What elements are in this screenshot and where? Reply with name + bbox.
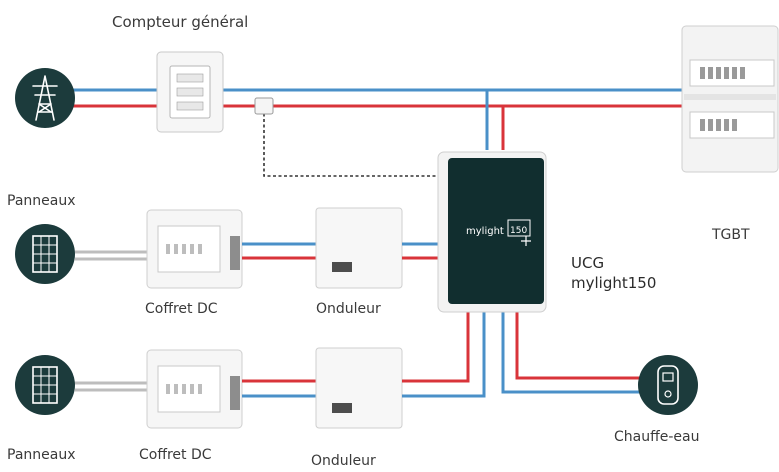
meter-device [156,51,224,133]
label-ucg: UCG mylight150 [571,253,656,293]
water-heater-icon [638,355,698,415]
label-onduleur-bottom: Onduleur [311,453,376,469]
neutral-to-heater [501,312,640,394]
label-chauffe-eau: Chauffe-eau [614,429,700,445]
phase-bottom-riser [402,312,470,383]
label-ucg-line1: UCG [571,254,605,272]
label-panneaux-top: Panneaux [7,193,76,209]
neutral-bottom-riser [402,312,486,398]
phase-to-heater [515,312,640,380]
device-brand: mylight [466,226,504,237]
coffret-dc-top [146,209,243,289]
coffret-dc-bottom [146,349,243,429]
label-ucg-line2: mylight150 [571,274,657,292]
solar-panel-icon [15,224,75,284]
label-panneaux-bottom: Panneaux [7,447,76,463]
onduleur-bottom [315,347,403,429]
ucg-device: mylight 150 [437,151,547,313]
label-onduleur-top: Onduleur [316,301,381,317]
label-tgbt: TGBT [712,227,750,243]
current-clamp [254,97,274,115]
onduleur-top [315,207,403,289]
dashed-link [263,108,440,177]
main-bus [70,88,690,108]
device-model: 150 [510,226,527,236]
label-coffret-dc-top: Coffret DC [145,301,218,317]
pylon-icon [15,68,75,128]
solar-panel-icon [15,355,75,415]
label-coffret-dc-bottom: Coffret DC [139,447,212,463]
tgbt-panel [681,25,779,173]
label-compteur-general: Compteur général [112,13,249,31]
